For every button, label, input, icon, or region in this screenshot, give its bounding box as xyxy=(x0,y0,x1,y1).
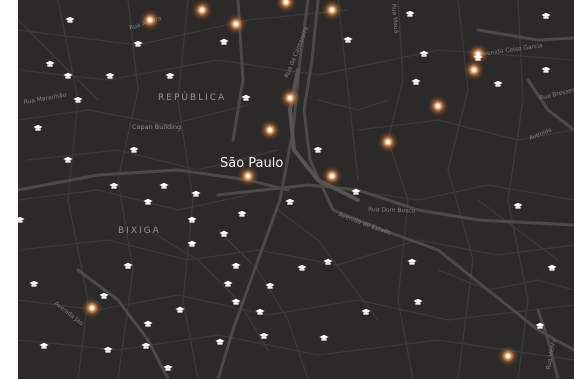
city-label-sao-paulo[interactable]: São Paulo xyxy=(220,156,283,171)
school-icon[interactable] xyxy=(163,364,173,371)
school-icon[interactable] xyxy=(223,280,233,287)
light-dot-icon xyxy=(497,345,519,367)
school-icon[interactable] xyxy=(219,38,229,45)
district-label-bixiga: BIXIGA xyxy=(118,226,161,236)
school-icon[interactable] xyxy=(143,320,153,327)
light-dot-icon xyxy=(191,0,213,21)
light-dot-icon xyxy=(377,131,399,153)
major-roads xyxy=(18,0,574,379)
street-label-rua-maua: Rua Mauá xyxy=(390,4,400,34)
light-dot-icon xyxy=(81,297,103,319)
school-icon[interactable] xyxy=(18,216,25,223)
map-canvas[interactable]: REPÚBLICA BIXIGA Copan Building Rua Auro… xyxy=(18,0,574,379)
district-label-republica: REPÚBLICA xyxy=(158,91,226,103)
light-dot-icon xyxy=(321,165,343,187)
school-icon[interactable] xyxy=(165,72,175,79)
school-icon[interactable] xyxy=(535,322,545,329)
school-icon[interactable] xyxy=(493,80,503,87)
school-icon[interactable] xyxy=(361,308,371,315)
school-icon[interactable] xyxy=(39,342,49,349)
school-icon[interactable] xyxy=(231,262,241,269)
school-icon[interactable] xyxy=(323,258,333,265)
school-icon[interactable] xyxy=(73,96,83,103)
school-icon[interactable] xyxy=(45,60,55,67)
school-icon[interactable] xyxy=(175,306,185,313)
light-dot-icon xyxy=(321,0,343,21)
light-dot-icon xyxy=(259,119,281,141)
place-label-copan-building: Copan Building xyxy=(132,123,181,131)
light-dot-icon xyxy=(139,9,161,31)
school-icon[interactable] xyxy=(231,298,241,305)
school-icon[interactable] xyxy=(411,78,421,85)
school-icon[interactable] xyxy=(255,308,265,315)
school-icon[interactable] xyxy=(29,280,39,287)
school-icon[interactable] xyxy=(541,66,551,73)
school-icon[interactable] xyxy=(63,72,73,79)
light-dot-icon xyxy=(237,165,259,187)
glow-layer xyxy=(81,0,519,367)
school-icon[interactable] xyxy=(547,264,557,271)
school-icon[interactable] xyxy=(259,332,269,339)
light-dot-icon xyxy=(463,59,485,81)
school-icon[interactable] xyxy=(297,264,307,271)
school-icon[interactable] xyxy=(99,292,109,299)
school-icon[interactable] xyxy=(123,262,133,269)
street-label-rua-dom-bosco: Rua Dom Bosco xyxy=(368,206,416,215)
school-icon[interactable] xyxy=(103,346,113,353)
minor-roads xyxy=(18,0,574,379)
school-icon[interactable] xyxy=(215,338,225,345)
school-icon[interactable] xyxy=(133,40,143,47)
light-dot-icon xyxy=(427,95,449,117)
school-icon[interactable] xyxy=(241,94,251,101)
school-icon[interactable] xyxy=(541,12,551,19)
light-dot-icon xyxy=(225,13,247,35)
school-icon[interactable] xyxy=(141,342,151,349)
school-icon[interactable] xyxy=(413,298,423,305)
school-icon[interactable] xyxy=(105,72,115,79)
school-icon[interactable] xyxy=(319,334,329,341)
school-icon[interactable] xyxy=(407,258,417,265)
light-dot-icon xyxy=(279,87,301,109)
light-dot-icon xyxy=(275,0,297,13)
school-icon[interactable] xyxy=(265,282,275,289)
